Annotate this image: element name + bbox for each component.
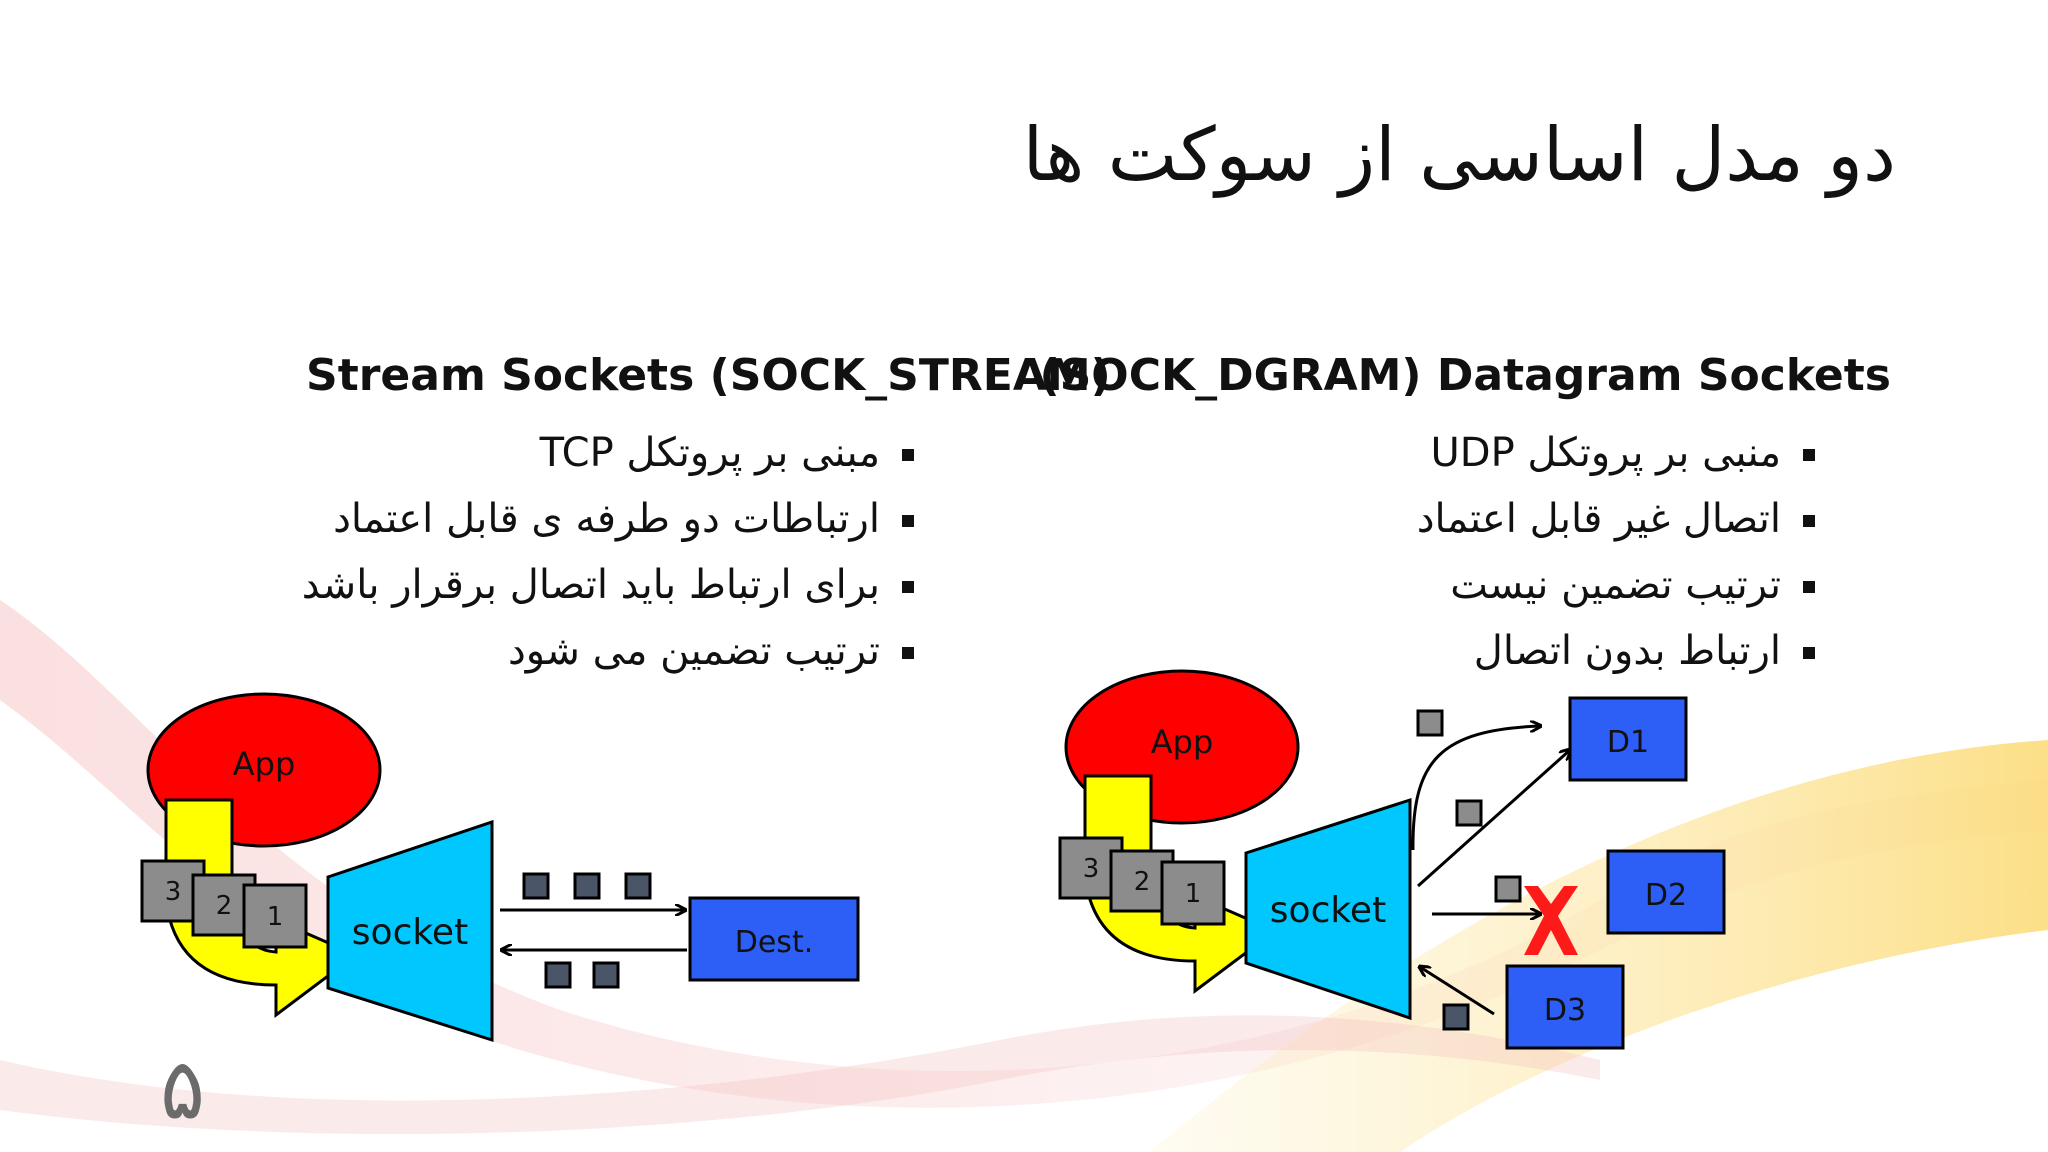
packet-box	[140, 859, 206, 923]
packet-box	[1160, 860, 1226, 926]
socket-shape	[326, 819, 494, 1043]
bullet-square-icon	[902, 515, 914, 527]
packet-label: 2	[1134, 867, 1151, 897]
packet-box	[242, 883, 308, 949]
bullet-square-icon	[902, 449, 914, 461]
packet-square	[1455, 799, 1483, 827]
arrow-from-d3	[1420, 967, 1495, 1016]
packet-label: 3	[165, 877, 182, 907]
cross-icon	[1524, 886, 1578, 955]
dest-label: D2	[1645, 878, 1687, 913]
bullet-square-icon	[1803, 515, 1815, 527]
datagram-bullets: منبی بر پروتکل UDP اتصال غیر قابل اعتماد…	[1417, 420, 1815, 684]
app-label: App	[233, 745, 296, 783]
socket-label: socket	[1270, 890, 1386, 931]
bullet-square-icon	[1803, 449, 1815, 461]
list-item: ترتیب تضمین می شود	[302, 618, 914, 684]
app-label: App	[1151, 723, 1214, 761]
list-item: برای ارتباط باید اتصال برقرار باشد	[302, 552, 914, 618]
packet-label: 1	[267, 902, 284, 932]
socket-label: socket	[352, 912, 468, 953]
dest-box-d3	[1505, 964, 1625, 1050]
packet-label: 2	[216, 891, 233, 921]
dest-label: D1	[1607, 725, 1649, 760]
dest-box-d1	[1568, 696, 1688, 782]
dest-box	[688, 896, 860, 982]
list-item: ترتیب تضمین نیست	[1417, 552, 1815, 618]
bullet-square-icon	[902, 647, 914, 659]
bullet-square-icon	[1803, 581, 1815, 593]
stream-heading: Stream Sockets (SOCK_STREAM)	[306, 350, 1111, 401]
dest-label: Dest.	[735, 925, 814, 960]
packet-square	[573, 872, 601, 900]
dest-box-d2	[1606, 849, 1726, 935]
datagram-heading: (SOCK_DGRAM) Datagram Sockets	[1039, 350, 1891, 401]
packet-square	[544, 961, 572, 989]
list-item: مبنی بر پروتکل TCP	[302, 420, 914, 486]
list-item: اتصال غیر قابل اعتماد	[1417, 486, 1815, 552]
page-number: ۵	[160, 1040, 206, 1138]
packet-label: 1	[1185, 879, 1202, 909]
dest-label: D3	[1544, 993, 1586, 1028]
packet-square	[624, 872, 652, 900]
curved-arrow-d1	[1411, 726, 1540, 851]
stream-bullets: مبنی بر پروتکل TCP ارتباطات دو طرفه ی قا…	[302, 420, 914, 684]
bullet-square-icon	[902, 581, 914, 593]
packet-label: 3	[1083, 854, 1100, 884]
packet-square	[1442, 1003, 1470, 1031]
slide-title: دو مدل اساسی از سوکت ها	[1022, 112, 1896, 198]
packet-square	[592, 961, 620, 989]
list-item: ارتباطات دو طرفه ی قابل اعتماد	[302, 486, 914, 552]
list-item: ارتباط بدون اتصال	[1417, 618, 1815, 684]
straight-arrow-d1	[1416, 750, 1570, 888]
list-item: منبی بر پروتکل UDP	[1417, 420, 1815, 486]
packet-square	[1416, 709, 1444, 737]
packet-square	[522, 872, 550, 900]
bullet-square-icon	[1803, 647, 1815, 659]
socket-shape	[1244, 797, 1412, 1021]
packet-square	[1494, 875, 1522, 903]
